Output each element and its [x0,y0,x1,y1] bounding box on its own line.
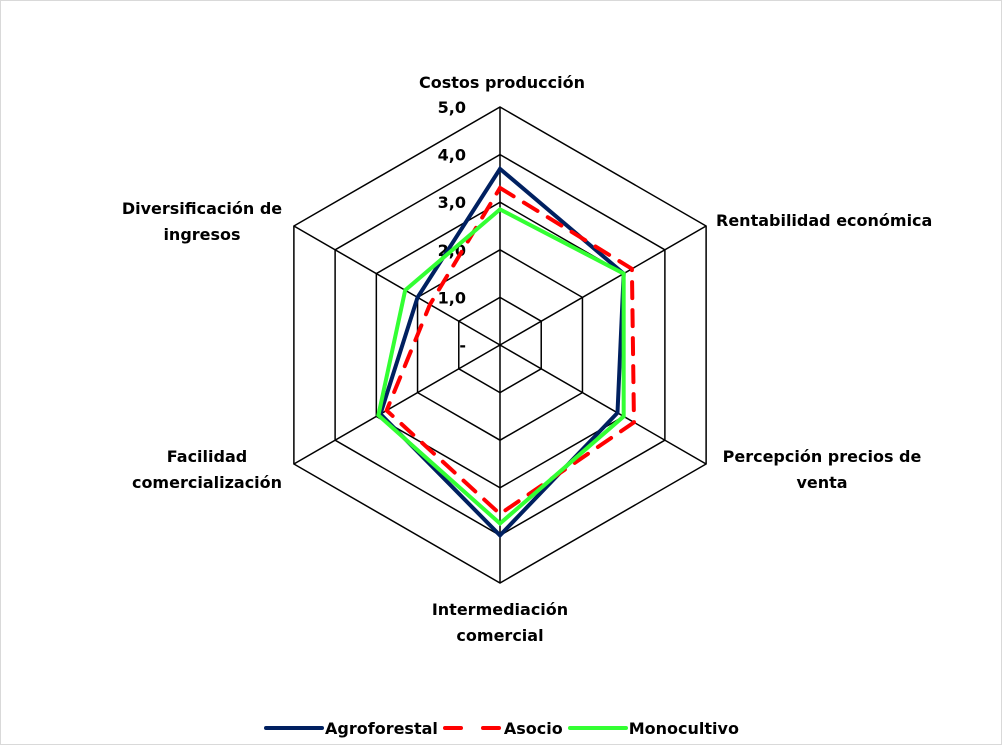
tick-label: 1,0 [438,288,466,307]
category-label-line: comercial [456,626,543,645]
category-label-line: Facilidad [167,447,247,466]
category-label: Facilidad comercialización [132,447,282,492]
category-label-line: ingresos [163,225,240,244]
series-lines [376,165,636,539]
category-label-line: Percepción precios de [723,447,922,466]
tick-label: - [459,336,466,355]
spoke-1 [499,225,707,346]
series-asocio [384,185,636,517]
legend-item-agroforestal: Agroforestal [263,719,438,738]
spoke-4 [293,344,501,465]
legend-item-monocultivo: Monocultivo [567,719,739,738]
legend: Agroforestal Asocio Monocultivo [0,715,1002,741]
radar-grid [293,106,707,584]
tick-label: 5,0 [438,98,466,117]
legend-label: Asocio [503,718,563,738]
legend-swatch [567,726,628,730]
tick-label: 3,0 [438,193,466,212]
category-label-line: Costos producción [419,73,585,92]
category-label-line: venta [796,473,847,492]
legend-swatch [264,726,325,730]
category-label-line: Diversificación de [122,199,282,218]
category-label: Costos producción [419,73,585,92]
spoke-5 [293,225,501,346]
legend-label: Agroforestal [325,718,438,738]
legend-label: Monocultivo [628,718,739,738]
legend-item-asocio: Asocio [442,719,563,738]
category-label: Percepción precios de venta [723,447,922,492]
category-label: Intermediación comercial [432,600,568,645]
series-monocultivo [376,206,626,527]
tick-label: 4,0 [438,146,466,165]
legend-swatch [442,726,503,730]
category-label-line: Rentabilidad económica [716,211,932,230]
spoke-2 [499,344,707,465]
category-label-line: Intermediación [432,600,568,619]
category-label-line: comercialización [132,473,282,492]
category-label: Rentabilidad económica [716,211,932,230]
category-label: Diversificación de ingresos [122,199,282,244]
